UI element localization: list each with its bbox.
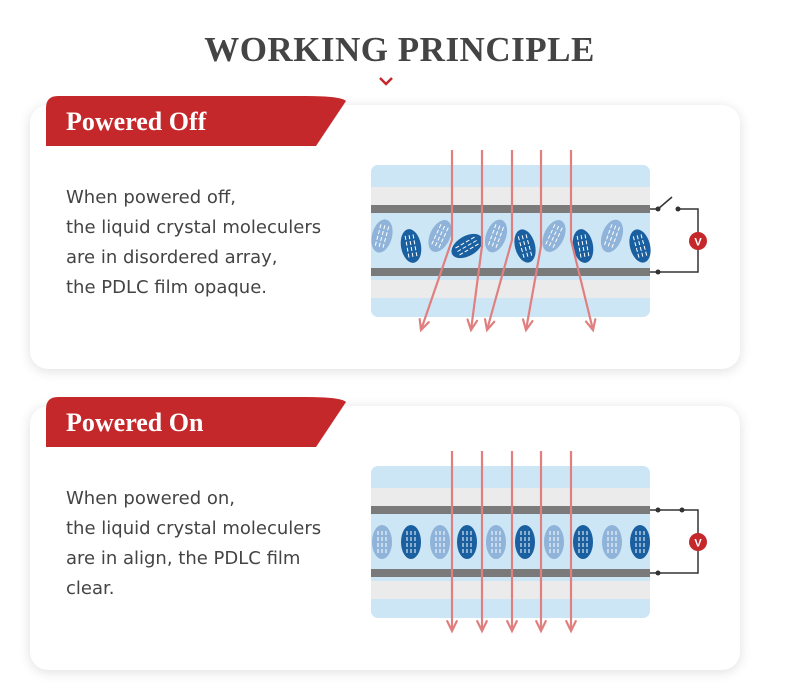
liquid-crystal-molecule xyxy=(486,525,506,559)
powered-off-label: Powered Off xyxy=(66,107,207,136)
liquid-crystal-molecule xyxy=(451,233,483,259)
liquid-crystal-molecule xyxy=(542,220,566,252)
liquid-crystal-molecule xyxy=(602,525,622,559)
scattered-light-ray xyxy=(419,150,454,331)
liquid-crystal-molecule xyxy=(430,525,450,559)
liquid-crystal-molecule xyxy=(515,525,535,559)
liquid-crystal-molecule xyxy=(484,219,508,253)
description-line: are in align, the PDLC film xyxy=(66,548,301,569)
arrow-head xyxy=(506,619,518,634)
film-layer xyxy=(371,280,650,298)
pdlc-film-diagram-on: V xyxy=(371,451,707,634)
powered-on-tab: Powered On xyxy=(46,397,346,447)
liquid-crystal-molecule xyxy=(573,525,593,559)
page-title: WORKING PRINCIPLE xyxy=(204,30,595,69)
chevron-down-icon xyxy=(379,77,393,86)
liquid-crystal-molecule xyxy=(371,219,393,253)
scattered-light-ray xyxy=(524,150,543,331)
description-line: are in disordered array, xyxy=(66,247,278,268)
electrode-top xyxy=(371,205,650,213)
arrow-head xyxy=(535,619,547,634)
arrow-head xyxy=(418,317,430,333)
description-line: the PDLC film opaque. xyxy=(66,277,267,298)
arrow-head xyxy=(476,619,488,634)
description-line: the liquid crystal moleculers xyxy=(66,518,322,539)
liquid-crystal-molecule xyxy=(572,229,594,263)
electrode-bottom xyxy=(371,569,650,577)
powered-off-description: When powered off, the liquid crystal mol… xyxy=(66,183,366,303)
powered-on-description: When powered on, the liquid crystal mole… xyxy=(66,484,366,604)
liquid-crystal-molecule xyxy=(600,219,624,253)
arrow-head xyxy=(466,318,479,333)
powered-off-tab: Powered Off xyxy=(46,96,346,146)
voltmeter xyxy=(689,232,707,250)
voltmeter-label: V xyxy=(694,237,702,249)
voltmeter xyxy=(689,533,707,551)
arrow-head xyxy=(446,619,458,634)
liquid-crystal-molecule xyxy=(400,229,422,263)
electrode-top xyxy=(371,506,650,514)
liquid-crystal-molecule xyxy=(372,525,392,559)
film-layer xyxy=(371,187,650,205)
arrow-head xyxy=(584,318,597,333)
film-layer xyxy=(371,581,650,599)
description-line: When powered on, xyxy=(66,488,236,509)
liquid-crystal-molecule xyxy=(428,220,452,252)
switch-lever xyxy=(657,196,673,210)
arrow-head xyxy=(521,318,534,333)
description-line: When powered off, xyxy=(66,187,237,208)
liquid-crystal-molecule xyxy=(629,229,651,263)
powered-on-label: Powered On xyxy=(66,408,204,437)
liquid-crystal-molecule xyxy=(401,525,421,559)
liquid-crystal-molecule xyxy=(514,229,536,263)
electrode-bottom xyxy=(371,268,650,276)
liquid-crystal-molecule xyxy=(544,525,564,559)
film-layer xyxy=(371,488,650,506)
arrow-head xyxy=(483,318,496,333)
voltmeter-label: V xyxy=(694,538,702,550)
liquid-crystal-molecule xyxy=(630,525,650,559)
scattered-light-ray xyxy=(469,150,484,331)
liquid-crystal-molecule xyxy=(457,525,477,559)
scattered-light-ray xyxy=(569,150,595,331)
description-line: clear. xyxy=(66,578,115,599)
arrow-head xyxy=(565,619,577,634)
description-line: the liquid crystal moleculers xyxy=(66,217,322,238)
scattered-light-ray xyxy=(485,150,514,331)
pdlc-film-diagram-off: V xyxy=(371,150,707,333)
